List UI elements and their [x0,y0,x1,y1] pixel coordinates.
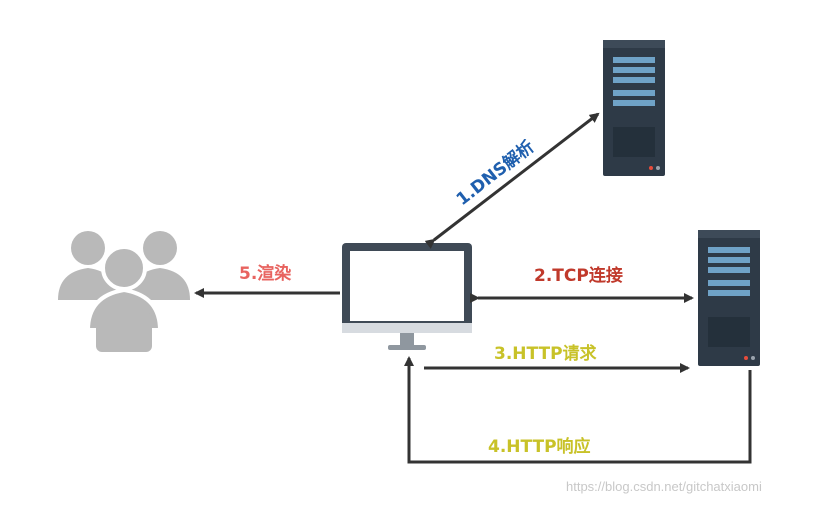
tcp-step-label: 2.TCP连接 [534,265,623,286]
dns-arrow [424,112,600,249]
http-response-step-label: 4.HTTP响应 [488,436,591,457]
watermark: https://blog.csdn.net/gitchatxiaomi [566,479,762,494]
http-response-arrow [404,356,752,464]
users-icon [58,231,190,352]
dns-server-icon [603,40,665,176]
dns-step-label: 1.DNS解析 [452,136,538,210]
monitor-icon [342,243,472,350]
render-step-label: 5.渲染 [239,263,291,284]
http-request-step-label: 3.HTTP请求 [494,343,597,364]
web-server-icon [698,230,760,366]
